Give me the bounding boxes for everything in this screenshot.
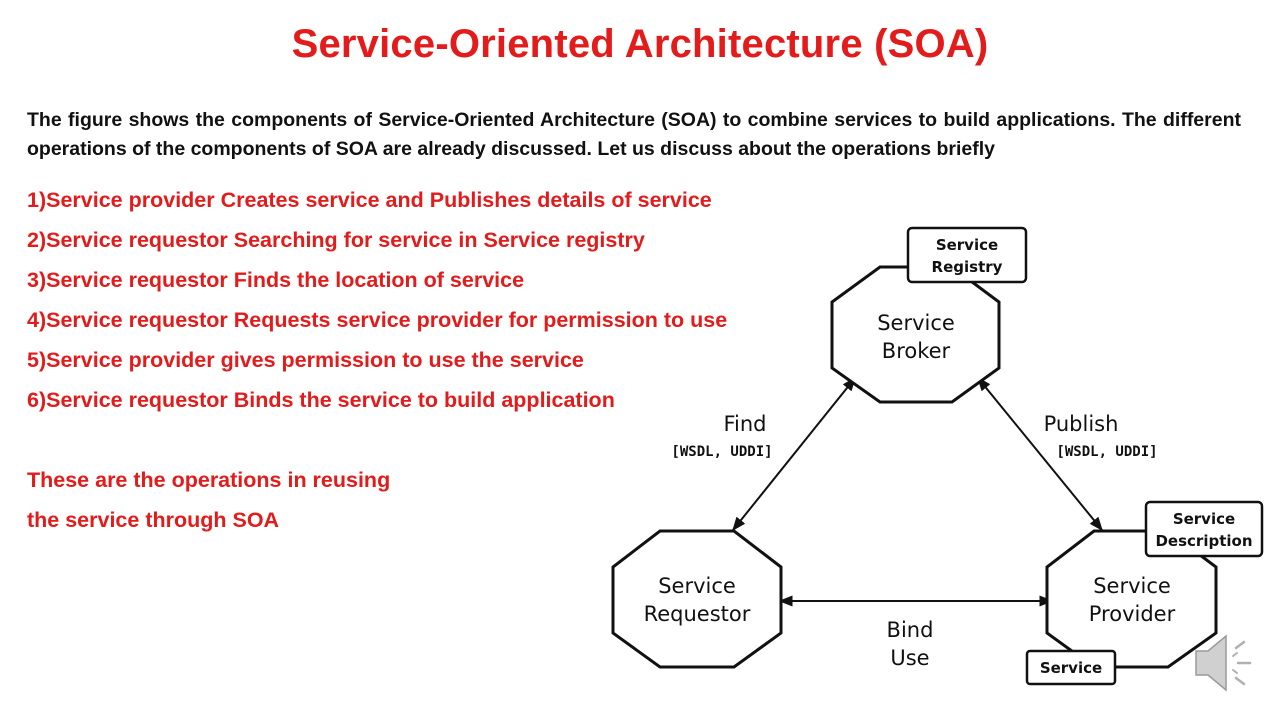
conclusion-text: These are the operations in reusing the … <box>27 462 390 542</box>
service-requestor-label: Requestor <box>644 602 751 626</box>
service-provider-label: Service <box>1093 574 1171 598</box>
operation-item: 4)Service requestor Requests service pro… <box>27 308 728 332</box>
use-label: Use <box>890 646 929 670</box>
page-title: Service-Oriented Architecture (SOA) <box>291 22 989 66</box>
find-arrow <box>732 376 856 532</box>
bind-label: Bind <box>887 618 934 642</box>
find-label: Find <box>723 412 766 436</box>
service-requestor-label: Service <box>658 574 736 598</box>
service-tag-box: Service <box>1025 649 1117 686</box>
conclusion-line: the service through SOA <box>27 508 280 532</box>
conclusion-line: These are the operations in reusing <box>27 468 391 492</box>
find-sublabel: [WSDL, UDDI] <box>671 444 772 460</box>
operation-item: 3)Service requestor Finds the location o… <box>27 268 525 292</box>
service-registry-label: Service <box>936 236 998 254</box>
operation-item: 6)Service requestor Binds the service to… <box>27 388 615 412</box>
publish-label: Publish <box>1044 412 1119 436</box>
service-description-label: Description <box>1155 532 1252 550</box>
service-registry-label: Registry <box>932 258 1003 276</box>
publish-sublabel: [WSDL, UDDI] <box>1056 444 1157 460</box>
publish-arrow <box>977 376 1103 532</box>
service-tag-label: Service <box>1040 659 1102 677</box>
service-requestor-node: Service Requestor <box>611 529 783 669</box>
operation-item: 5)Service provider gives permission to u… <box>27 348 584 372</box>
speaker-icon[interactable] <box>1195 634 1252 692</box>
operations-list: 1)Service provider Creates service and P… <box>27 182 727 422</box>
operation-item: 1)Service provider Creates service and P… <box>27 188 712 212</box>
service-broker-label: Service <box>877 311 955 335</box>
service-broker-label: Broker <box>882 339 951 363</box>
service-description-label: Service <box>1173 510 1235 528</box>
service-description-box: Service Description <box>1144 500 1264 558</box>
operation-item: 2)Service requestor Searching for servic… <box>27 228 645 252</box>
service-registry-box: Service Registry <box>906 226 1028 284</box>
service-provider-label: Provider <box>1089 602 1176 626</box>
intro-paragraph: The figure shows the components of Servi… <box>27 109 1241 160</box>
service-broker-node: Service Broker <box>830 265 1001 404</box>
